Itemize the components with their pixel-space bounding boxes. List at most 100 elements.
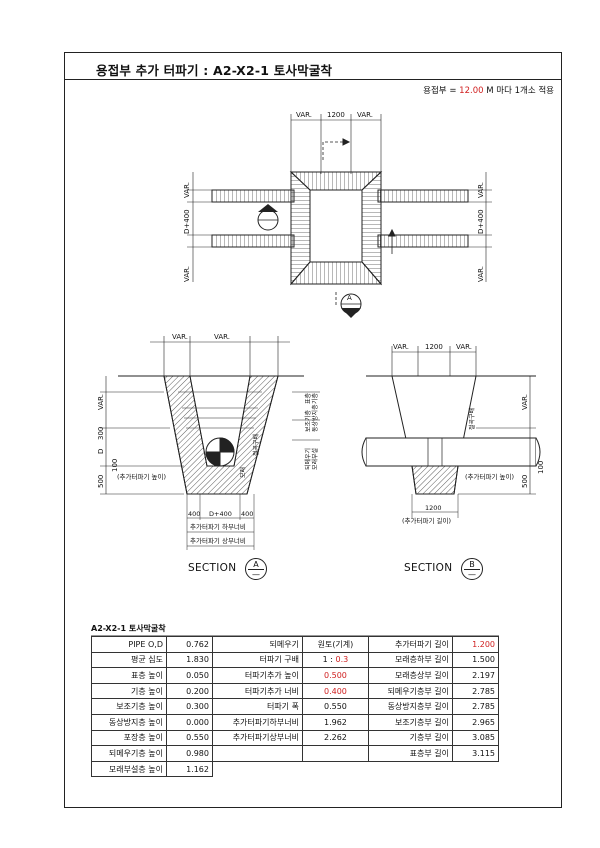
sec-a-left-dim-2: 300 (97, 426, 105, 440)
table-value-cell: 3.115 (452, 745, 499, 762)
table-value-cell: 0.550 (165, 729, 213, 747)
table-value-cell: 0.000 (165, 713, 213, 731)
sec-a-extra-depth-label: (추가터파기 높이) (117, 473, 166, 481)
sec-a-left-dim-5: 500 (97, 474, 105, 488)
sec-a-marker-letter: A (253, 560, 259, 569)
sec-a-bottom-dim-1: 400 (188, 510, 201, 518)
plan-left-dim-1: VAR. (183, 182, 191, 198)
table-key-cell: 모래층하부 길이 (367, 651, 454, 669)
sec-a-bottom-dim-3: 400 (241, 510, 254, 518)
sec-b-bottom-dim: 1200 (425, 504, 442, 512)
plan-marker-a-label: A (347, 294, 352, 302)
sec-b-top-dim-2: 1200 (425, 343, 443, 351)
table-empty-cell (368, 761, 452, 777)
table-value-cell: 1.200 (452, 636, 499, 653)
sec-a-top-width-label: 추가터파기 상부너비 (190, 537, 246, 545)
table-key-cell: 동상방지층 높이 (91, 713, 167, 731)
table-value-cell: 0.500 (301, 667, 369, 684)
table-key-cell: 터파기추가 높이 (211, 667, 303, 684)
sec-a-bottom-dim-2: D+400 (209, 510, 232, 518)
table-value-cell: 0.550 (301, 698, 369, 715)
table-value-cell: 0.050 (165, 667, 213, 684)
table-key-cell: 모래부설층 높이 (91, 760, 167, 778)
sec-a-caption: SECTION (188, 562, 237, 574)
sec-a-marker-sub: — (252, 570, 260, 579)
sec-a-top-dim-1: VAR. (172, 333, 188, 341)
table-value-cell: 2.262 (301, 729, 369, 747)
table-value-cell: 1.500 (452, 651, 499, 669)
table-value-cell: 1.830 (165, 651, 213, 669)
table-value-cell (301, 745, 369, 762)
sec-a-frost-label: 동상방지층 (312, 404, 319, 432)
table-title: A2-X2-1 토사막굴착 (91, 624, 166, 633)
table-key-cell: 되메우기 (211, 636, 303, 653)
weld-interval-note: 용접부 = 12.00 M 마다 1개소 적용 (423, 84, 554, 96)
drawing-title: 용접부 추가 터파기 : A2-X2-1 토사막굴착 (96, 63, 333, 78)
plan-right-dim-1: VAR. (477, 182, 485, 198)
title-divider (64, 79, 562, 80)
plan-top-dim-2: 1200 (327, 111, 345, 119)
table-value-cell: 2.785 (452, 698, 499, 715)
table-key-cell: 보조기층 높이 (91, 698, 167, 715)
table-key-cell: 표층 높이 (91, 667, 167, 684)
sec-a-sand-label: 모래 (240, 466, 247, 478)
sec-b-right-dim-1: VAR. (521, 394, 529, 410)
plan-right-dim-3: VAR. (477, 266, 485, 282)
table-key-cell: 추가터파기하부너비 (211, 713, 303, 731)
plan-right-dim-2: D+400 (477, 209, 485, 234)
sec-a-slope-label: 절곡구배 (253, 433, 260, 456)
table-key-cell: 기층부 길이 (367, 729, 454, 747)
section-b-drawing (361, 346, 541, 518)
table-key-cell: 터파기 구배 (211, 651, 303, 669)
table-value-cell: 0.980 (165, 745, 213, 762)
table-value-cell: 1.162 (165, 760, 213, 778)
plan-marker-b (257, 204, 279, 231)
table-key-cell: 터파기 폭 (211, 698, 303, 715)
sec-b-marker-divider (464, 568, 480, 570)
table-value-cell: 2.785 (452, 682, 499, 700)
sec-b-length-label: (추가터파기 길이) (402, 517, 451, 525)
table-value-cell: 1.962 (301, 713, 369, 731)
table-key-cell: 터파기추가 너비 (211, 682, 303, 700)
sec-a-bottom-width-label: 추가터파기 하부너비 (190, 523, 246, 531)
table-key-cell: 추가터파기상부너비 (211, 729, 303, 747)
sec-b-marker-sub: — (468, 570, 476, 579)
plan-marker-b-label: B (264, 211, 270, 219)
plan-view (187, 114, 492, 306)
sec-a-sand-top-label: 모래부설 (312, 447, 319, 470)
table-value-cell: 0.200 (165, 682, 213, 700)
sec-b-top-dim-3: VAR. (456, 343, 472, 351)
plan-top-dim-1: VAR. (296, 111, 312, 119)
table-value-cell: 1 : 0.3 (301, 651, 369, 669)
note-value: 12.00 (459, 86, 484, 96)
sec-a-left-dim-4: 100 (111, 458, 119, 472)
sec-a-marker-divider (248, 568, 264, 570)
table-value-cell: 0.762 (165, 636, 213, 653)
table-key-cell (211, 745, 303, 762)
sec-b-marker-letter: B (469, 560, 475, 569)
table-key-cell: 동상방지층부 길이 (367, 698, 454, 715)
plan-left-dim-2: D+400 (183, 209, 191, 234)
sec-b-slope-label: 절곡구배 (469, 407, 476, 430)
section-a-drawing (100, 336, 320, 550)
plan-left-dim-3: VAR. (183, 266, 191, 282)
plan-marker-a (340, 293, 362, 318)
table-key-cell: 추가터파기 길이 (367, 636, 454, 653)
sec-a-left-dim-3: D (97, 448, 105, 454)
sec-b-caption: SECTION (404, 562, 453, 574)
table-key-cell: 평균 심도 (91, 651, 167, 669)
table-value-cell: 2.197 (452, 667, 499, 684)
table-key-cell: 되메우기층 높이 (91, 745, 167, 762)
table-value-cell: 2.965 (452, 713, 499, 731)
table-key-cell: 포장층 높이 (91, 729, 167, 747)
table-value-cell: 원토(기계) (301, 636, 369, 653)
